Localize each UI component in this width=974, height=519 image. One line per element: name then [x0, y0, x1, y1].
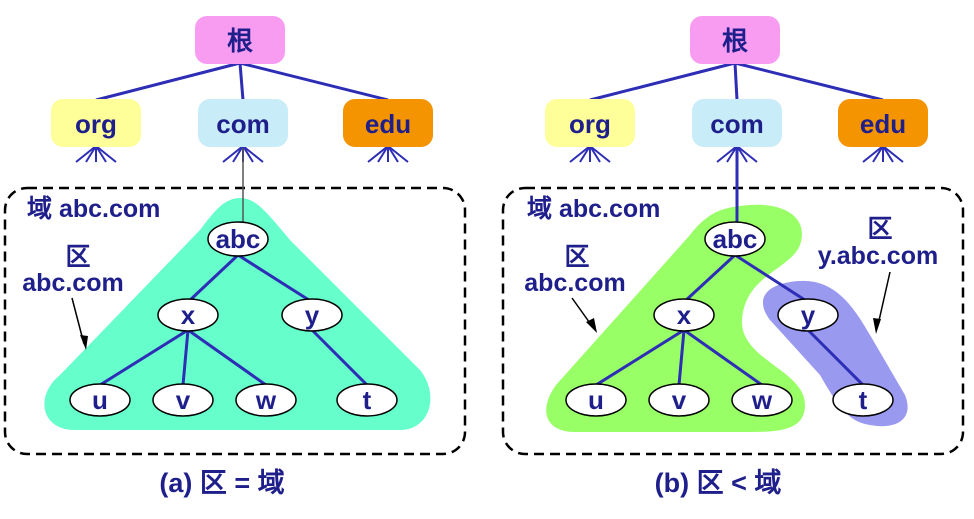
node-w: [235, 383, 297, 417]
node-y-label: y: [305, 300, 320, 330]
node-v: [152, 383, 214, 417]
root-label: 根: [227, 26, 253, 56]
root-label: 根: [722, 26, 748, 56]
tld-com-label: com: [216, 109, 269, 139]
tld-org: [545, 99, 635, 147]
root-node: [690, 16, 780, 64]
node-t-label: t: [859, 385, 868, 415]
node-t: [336, 383, 398, 417]
caption-b: (b) 区 < 域: [655, 468, 782, 498]
node-x-label: x: [181, 300, 196, 330]
tld-edu-label: edu: [365, 109, 411, 139]
tld-org-label: org: [569, 109, 611, 139]
node-abc: [207, 221, 269, 257]
domain-label: 域 abc.com: [527, 195, 660, 223]
node-v-label: v: [672, 385, 687, 415]
node-t-label: t: [363, 385, 372, 415]
tld-edu-label: edu: [860, 109, 906, 139]
node-w-label: w: [751, 385, 773, 415]
node-y: [777, 298, 839, 332]
tld-com-label: com: [710, 109, 763, 139]
node-y: [281, 298, 343, 332]
node-x: [653, 298, 715, 332]
node-x-label: x: [677, 300, 692, 330]
node-u: [565, 383, 627, 417]
node-y-label: y: [801, 300, 816, 330]
panel-a: 根 org com edu 域 abc.com 区 abc.com abc x …: [3, 16, 467, 498]
tld-com: [198, 99, 288, 147]
node-x: [157, 298, 219, 332]
node-abc: [704, 221, 766, 257]
tld-edu: [343, 99, 433, 147]
domain-box: [501, 186, 965, 456]
zone2-label-line1: 区: [867, 215, 892, 243]
caption-a: (a) 区 = 域: [159, 468, 284, 498]
node-t: [832, 383, 894, 417]
domain-label: 域 abc.com: [27, 195, 160, 223]
tld-org-label: org: [75, 109, 117, 139]
node-w-label: w: [255, 385, 277, 415]
node-u: [69, 383, 131, 417]
node-abc-label: abc: [713, 224, 758, 254]
zone-label-line2: abc.com: [524, 269, 625, 297]
tld-edu: [838, 99, 928, 147]
root-node: [195, 16, 285, 64]
tld-com: [692, 99, 782, 147]
domain-box: [3, 186, 467, 456]
tld-org: [51, 99, 141, 147]
node-u-label: u: [588, 385, 604, 415]
node-u-label: u: [92, 385, 108, 415]
node-v-label: v: [176, 385, 191, 415]
panel-b: 根 org com edu 域 abc.com 区 abc.com 区 y.ab…: [501, 16, 965, 498]
zone2-pointer-arrow: [877, 271, 891, 326]
zone2-label-line2: y.abc.com: [818, 242, 938, 270]
node-w: [731, 383, 793, 417]
node-v: [648, 383, 710, 417]
zone-label-line1: 区: [65, 243, 90, 271]
zone-area: [44, 198, 431, 430]
node-abc-label: abc: [216, 224, 261, 254]
zone-label-line2: abc.com: [22, 269, 123, 297]
zone-label-line1: 区: [564, 243, 589, 271]
